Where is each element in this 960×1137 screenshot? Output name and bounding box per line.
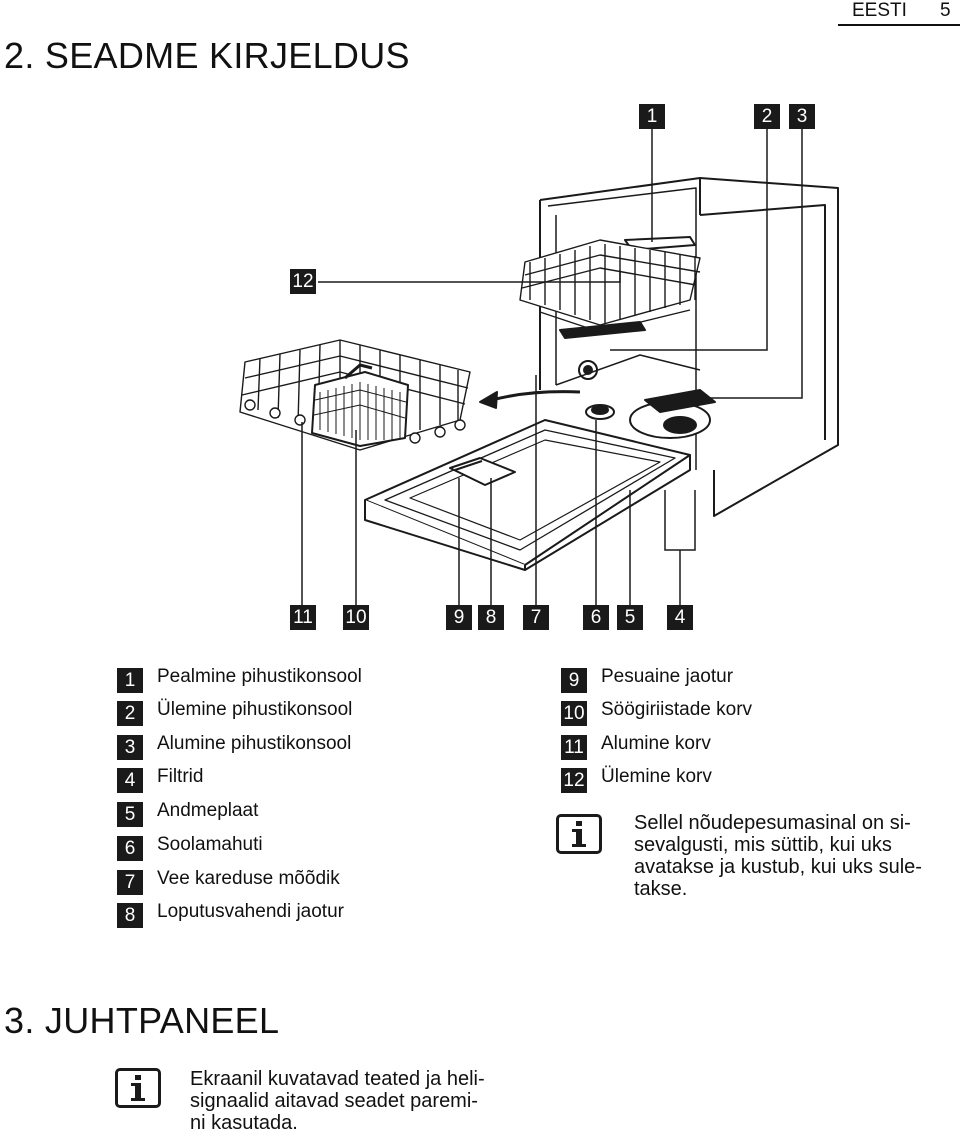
legend-label: Loputusvahendi jaotur — [157, 901, 344, 922]
callout-9: 9 — [446, 605, 472, 630]
callout-7: 7 — [523, 605, 549, 630]
info-glyph — [131, 1075, 145, 1101]
legend-label: Vee kareduse mõõdik — [157, 868, 340, 889]
dishwasher-illustration — [239, 128, 839, 608]
callout-12: 12 — [290, 269, 316, 294]
legend-label: Alumine pihustikonsool — [157, 733, 352, 754]
section-2-title: 2. SEADME KIRJELDUS — [4, 35, 410, 76]
header-page-number: 5 — [940, 0, 951, 21]
callout-5: 5 — [617, 605, 643, 630]
note-line: ni kasutada. — [190, 1112, 298, 1134]
legend-badge: 9 — [561, 668, 587, 693]
legend-label: Ülemine pihustikonsool — [157, 699, 353, 720]
legend-badge: 6 — [117, 836, 143, 861]
legend-label: Ülemine korv — [601, 766, 712, 787]
legend-badge: 11 — [561, 735, 587, 760]
header-rule — [838, 24, 960, 26]
info-icon — [556, 814, 602, 854]
callout-2: 2 — [754, 104, 780, 129]
legend-label: Söögiriistade korv — [601, 699, 753, 720]
header-language: EESTI — [852, 0, 907, 21]
callout-11: 11 — [290, 605, 316, 630]
callout-3: 3 — [789, 104, 815, 129]
legend-badge: 7 — [117, 870, 143, 895]
note-line: signaalid aitavad seadet paremi- — [190, 1090, 478, 1112]
legend-badge: 8 — [117, 903, 143, 928]
legend-label: Andmeplaat — [157, 800, 259, 821]
legend-label: Pesuaine jaotur — [601, 666, 734, 687]
section-3-title: 3. JUHTPANEEL — [4, 1000, 280, 1041]
legend-badge: 1 — [117, 668, 143, 693]
callout-1: 1 — [639, 104, 665, 129]
legend-label: Alumine korv — [601, 733, 711, 754]
info-glyph — [572, 821, 586, 847]
note-line: sevalgusti, mis süttib, kui uks — [634, 834, 892, 856]
note-line: takse. — [634, 878, 688, 900]
note-line: avatakse ja kustub, kui uks sule- — [634, 856, 922, 878]
legend-badge: 5 — [117, 802, 143, 827]
callout-4: 4 — [667, 605, 693, 630]
note-line: Ekraanil kuvatavad teated ja heli- — [190, 1068, 485, 1090]
info-icon — [115, 1068, 161, 1108]
note-line: Sellel nõudepesumasinal on si- — [634, 812, 911, 834]
info-note: Sellel nõudepesumasinal on si- sevalgust… — [634, 812, 960, 900]
info-note: Ekraanil kuvatavad teated ja heli- signa… — [190, 1068, 530, 1134]
callout-6: 6 — [583, 605, 609, 630]
legend-badge: 4 — [117, 768, 143, 793]
legend-label: Pealmine pihustikonsool — [157, 666, 362, 687]
legend-label: Filtrid — [157, 766, 204, 787]
callout-10: 10 — [343, 605, 369, 630]
callout-8: 8 — [478, 605, 504, 630]
legend-badge: 12 — [561, 768, 587, 793]
legend-badge: 3 — [117, 735, 143, 760]
legend-label: Soolamahuti — [157, 834, 263, 855]
legend-badge: 10 — [561, 701, 587, 726]
legend-badge: 2 — [117, 701, 143, 726]
